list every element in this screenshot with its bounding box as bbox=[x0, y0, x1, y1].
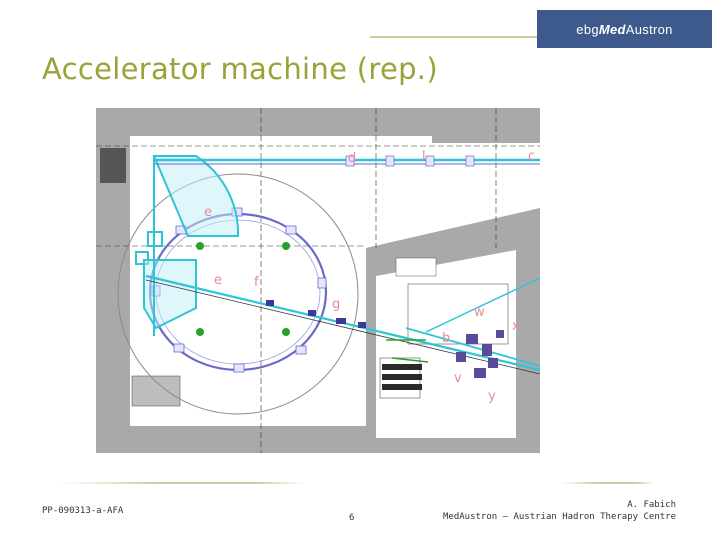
plan-annotation-labels: d e e f g b w v y x l c bbox=[204, 149, 535, 404]
ring-magnets bbox=[151, 207, 327, 373]
wall-bottom-left bbox=[96, 426, 366, 453]
svg-text:v: v bbox=[454, 371, 462, 386]
organization-name: MedAustron – Austrian Hadron Therapy Cen… bbox=[443, 512, 676, 522]
svg-text:e: e bbox=[214, 273, 222, 288]
equipment-rack bbox=[100, 148, 126, 183]
magnet-support-points bbox=[196, 242, 290, 336]
page-number: 6 bbox=[349, 513, 355, 523]
logo-prefix: ebg bbox=[576, 21, 599, 37]
building-axis-lines bbox=[96, 108, 540, 453]
cyan-shielding bbox=[135, 155, 240, 336]
svg-text:w: w bbox=[474, 305, 485, 320]
author-block: A. Fabich MedAustron – Austrian Hadron T… bbox=[443, 499, 676, 523]
logo-brand-rest: Austron bbox=[625, 21, 673, 37]
svg-text:b: b bbox=[442, 331, 450, 346]
svg-text:l: l bbox=[422, 149, 426, 164]
logo-brand-strong: Med bbox=[598, 21, 626, 37]
logo-accent-line bbox=[370, 36, 695, 38]
svg-text:x: x bbox=[512, 319, 520, 334]
slide-title: Accelerator machine (rep.) bbox=[42, 52, 438, 86]
footer-divider-right bbox=[560, 482, 655, 484]
wall-top-right bbox=[432, 108, 540, 143]
author-name: A. Fabich bbox=[627, 500, 676, 510]
svg-text:e: e bbox=[204, 205, 212, 220]
equipment-rows bbox=[382, 364, 422, 390]
accelerator-floor-plan: d e e f g b w v y x l c bbox=[96, 108, 540, 453]
shielding-circle bbox=[117, 173, 359, 415]
treatment-cluster bbox=[456, 330, 504, 378]
document-reference: PP-090313-a-AFA bbox=[42, 506, 124, 516]
beamline-elements bbox=[266, 300, 366, 328]
svg-text:y: y bbox=[488, 389, 496, 404]
svg-text:f: f bbox=[254, 275, 259, 290]
svg-text:g: g bbox=[332, 297, 340, 312]
svg-text:d: d bbox=[348, 151, 356, 166]
footer-divider-left bbox=[60, 482, 305, 484]
svg-text:c: c bbox=[528, 149, 535, 164]
